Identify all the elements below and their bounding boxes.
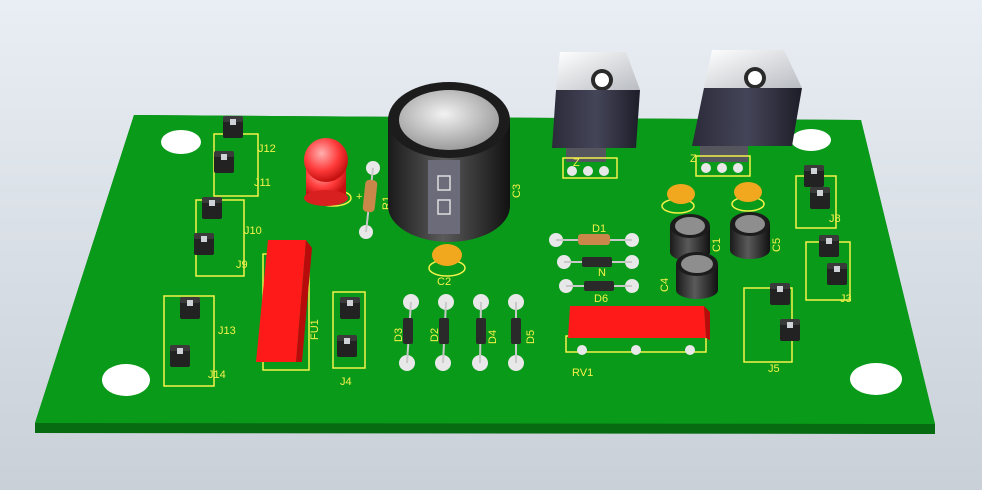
label-d1: D1 [592,223,606,235]
fuse-fu1 [256,240,312,371]
mounting-hole-top-left [161,130,201,154]
label-j4: J4 [340,376,352,388]
label-c4: C4 [659,278,671,292]
voltage-regulator-left [552,52,640,179]
capacitor-c3 [388,82,510,242]
label-z1: Z [573,157,580,169]
label-c5: C5 [771,238,783,252]
label-j10: J10 [244,225,262,237]
label-j12: J12 [258,143,276,155]
mounting-hole-top-right [791,129,831,151]
ceramic-caps-right [661,182,765,214]
voltage-regulator-right [692,50,802,177]
diodes-vertical [399,294,524,371]
capacitor-c5 [730,212,770,259]
label-fu1: FU1 [309,319,321,340]
label-j8: J8 [829,213,841,225]
capacitor-c4 [676,252,718,299]
label-j9: J9 [236,259,248,271]
label-j3: J3 [840,293,852,305]
label-n: N [598,267,606,279]
label-d6: D6 [594,293,608,305]
led [304,138,352,207]
trimmer-rv1 [565,306,710,355]
label-d3: D3 [393,328,405,342]
label-j5: J5 [768,363,780,375]
label-d5: D5 [525,330,537,344]
mounting-hole-bottom-right [850,363,902,395]
capacitor-c2 [428,244,466,277]
diodes-horizontal [549,233,639,293]
label-c3: C3 [511,184,523,198]
label-c1: C1 [711,238,723,252]
label-led-plus: + [356,191,362,203]
resistor-r1 [359,161,380,239]
label-d4: D4 [487,330,499,344]
label-c2: C2 [437,276,451,288]
label-j11: J11 [254,177,271,189]
label-rv1: RV1 [572,367,593,379]
label-d2: D2 [429,328,441,342]
label-j14: J14 [208,369,226,381]
label-j13: J13 [218,325,236,337]
mounting-hole-bottom-left [102,364,150,396]
j4-outline [332,291,366,369]
label-z2: Z [690,153,697,165]
